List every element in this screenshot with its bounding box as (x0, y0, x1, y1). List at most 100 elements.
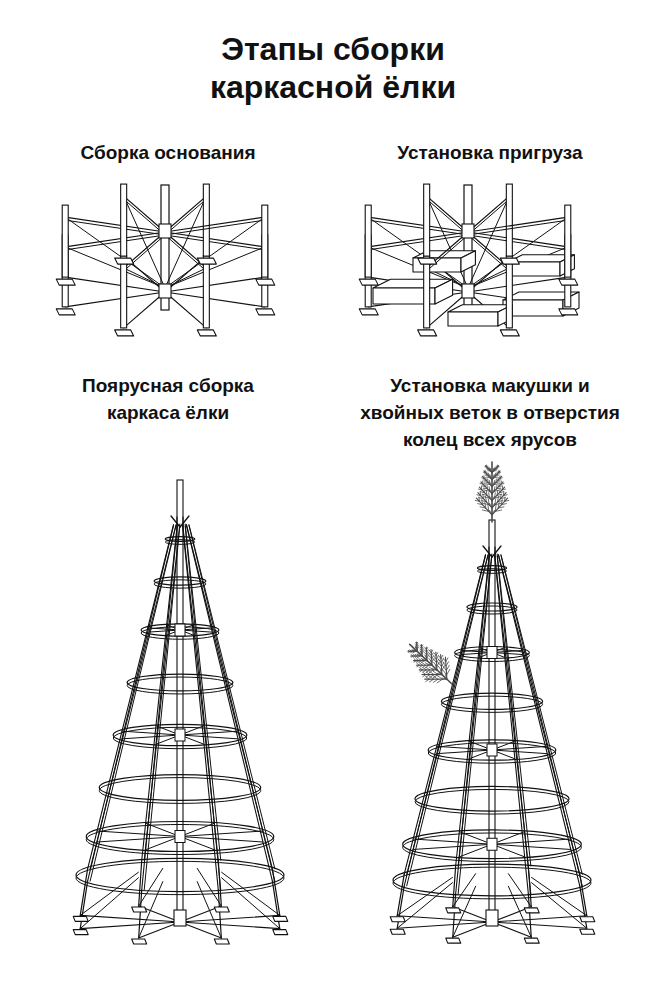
frame-bar (497, 494, 502, 495)
frame-bar (492, 546, 501, 557)
frame-bar (485, 466, 487, 467)
frame-bar (496, 488, 500, 490)
foot-plate (559, 279, 578, 285)
frame-bar (410, 650, 412, 651)
stage-caption: Сборка основания (38, 139, 298, 166)
frame-bar (441, 659, 443, 663)
tier-ring (403, 833, 582, 862)
leg-post (565, 205, 571, 277)
frame-bar (485, 490, 490, 491)
caption-wrap: Сборка основания (38, 139, 298, 166)
frame-bar (419, 661, 422, 663)
foot-plate (256, 309, 275, 315)
tier-hub (487, 838, 497, 850)
base-hub (486, 910, 498, 926)
frame-bar (439, 656, 441, 659)
tier-ring (141, 624, 219, 636)
weight-front (448, 312, 498, 326)
foot-plate (390, 929, 405, 934)
stage-caption: Поярусная сборка каркаса ёлки (63, 372, 273, 426)
frame-bar (435, 665, 437, 670)
frame-bar (490, 475, 492, 479)
frame-bar (422, 663, 425, 665)
frame-bar (484, 502, 486, 508)
frame-bar (468, 235, 509, 271)
frame-bar (422, 647, 423, 649)
frame-bar (416, 642, 417, 643)
frame-bar (498, 507, 504, 508)
frame-bar (479, 498, 484, 499)
frame-bar (441, 655, 442, 675)
frame-bar (442, 666, 445, 671)
frame-bar (426, 679, 430, 681)
frame-bar (426, 648, 427, 650)
frame-bar (408, 650, 409, 651)
frame-bar (445, 674, 447, 679)
foot-plate (273, 930, 288, 935)
frame-bar (436, 656, 438, 659)
foot-plate (132, 907, 147, 912)
frame-bar (494, 483, 498, 485)
caption-wrap: Установка макушки и хвойных веток в отве… (358, 372, 622, 453)
frame-bar (499, 485, 503, 487)
frame-bar (431, 650, 432, 666)
frame-bar (487, 479, 489, 483)
leg-post (262, 205, 268, 277)
frame-bar (482, 494, 487, 495)
foot-plate (73, 916, 88, 921)
frame-bar (500, 477, 503, 479)
frame-bar (97, 837, 180, 842)
frame-bar (481, 482, 492, 494)
tier-ring (467, 606, 517, 614)
frame-bar (180, 731, 238, 735)
frame-bar (499, 489, 501, 493)
frame-bar (497, 466, 499, 467)
frame-bar (492, 482, 503, 494)
frame-bar (492, 487, 505, 501)
frame-bar (427, 650, 429, 653)
tier-hub (487, 744, 497, 756)
foot-plate (390, 917, 405, 922)
frame-bar (485, 477, 486, 480)
frame-bar (485, 466, 492, 473)
frame-bar (408, 651, 417, 652)
frame-bar (421, 645, 423, 656)
frame-bar (413, 654, 415, 655)
frame-bar (498, 472, 500, 473)
frame-bar (430, 675, 434, 678)
frame-bar (429, 656, 431, 659)
frame-bar (437, 676, 442, 680)
frame-bar (458, 554, 492, 866)
frame-bar (497, 491, 499, 496)
leg-post (203, 184, 209, 256)
frame-bar (493, 470, 496, 472)
frame-bar (482, 481, 483, 484)
frame-bar (453, 866, 456, 907)
frame-bar (492, 746, 547, 750)
frame-bar (414, 660, 428, 661)
foot-plate (524, 908, 539, 913)
frame-bar (404, 555, 485, 875)
frame-bar (139, 860, 142, 906)
foot-plate (359, 279, 378, 285)
frame-bar (427, 652, 429, 655)
frame-bar (498, 479, 501, 481)
fir-branch (475, 462, 509, 522)
frame-bar (65, 292, 165, 307)
tier-ring (455, 647, 530, 659)
frame-bar (500, 498, 505, 499)
frame-bar (487, 505, 489, 512)
frame-bar (426, 656, 428, 661)
tier-ring (428, 743, 556, 763)
frame-bar (447, 669, 450, 674)
frame-bar (427, 196, 468, 288)
frame-bar (80, 872, 138, 915)
frame-bar (484, 497, 489, 498)
frame-bar (490, 468, 492, 472)
frame-bar (416, 642, 418, 644)
frame-bar (492, 471, 500, 480)
frame-bar (189, 525, 275, 869)
tier-ring (76, 858, 284, 891)
frame-bar (420, 663, 423, 665)
frame-bar (482, 510, 488, 511)
